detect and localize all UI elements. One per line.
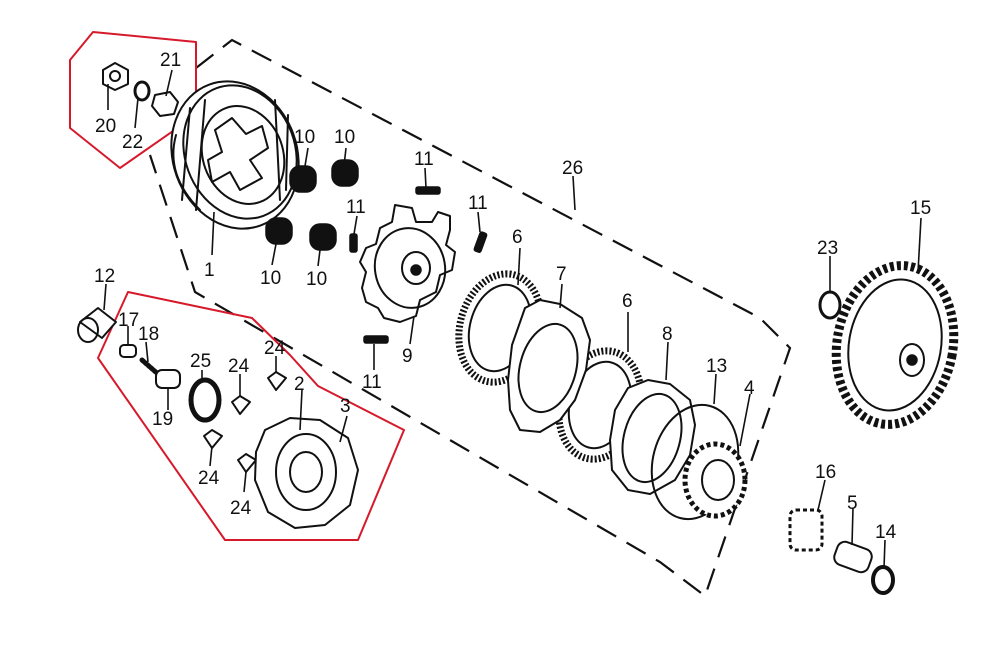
drive-gear-part <box>682 441 748 519</box>
steel-plate-2-part <box>609 379 696 495</box>
callout-1: 1 <box>204 260 215 281</box>
callout-24c: 24 <box>198 468 220 489</box>
callout-7: 7 <box>556 264 567 285</box>
steel-plate-part <box>507 299 591 433</box>
callout-11d: 11 <box>362 372 382 393</box>
callout-11b: 11 <box>346 197 366 218</box>
highlight-outline-lower-left <box>97 291 405 541</box>
clutch-spring-part <box>265 159 359 251</box>
callout-12: 12 <box>94 266 115 287</box>
nut-washer-set-part <box>102 62 179 117</box>
pinion-gear-part <box>788 508 824 552</box>
callout-24d: 24 <box>230 498 252 519</box>
callout-19: 19 <box>152 409 173 430</box>
callout-20: 20 <box>95 116 116 137</box>
pin-part <box>349 186 488 344</box>
callout-21: 21 <box>160 50 181 71</box>
callout-11c: 11 <box>468 193 488 214</box>
callout-5: 5 <box>847 493 858 514</box>
callout-3: 3 <box>340 396 351 417</box>
callout-18: 18 <box>138 324 159 345</box>
callout-15: 15 <box>910 198 931 219</box>
pressure-plate-part <box>254 417 359 529</box>
callout-13: 13 <box>706 356 727 377</box>
lifter-assembly-part <box>119 344 222 423</box>
bushing-part <box>833 540 873 574</box>
callout-25: 25 <box>190 351 211 372</box>
callout-6b: 6 <box>622 291 633 312</box>
leader-lines <box>103 69 922 569</box>
callout-9: 9 <box>402 346 413 367</box>
callout-23: 23 <box>817 238 838 259</box>
callout-10c: 10 <box>260 268 281 289</box>
callout-labels: 1 2 3 4 5 6 6 7 8 9 10 10 10 10 11 11 11… <box>94 50 931 543</box>
highlight-outline-upper-left <box>69 31 197 169</box>
callout-2: 2 <box>294 374 305 395</box>
callout-24b: 24 <box>228 356 250 377</box>
callout-6a: 6 <box>512 227 523 248</box>
washer-part <box>871 565 895 595</box>
callout-11a: 11 <box>414 149 434 170</box>
driven-gear-part <box>831 261 959 429</box>
callout-16: 16 <box>815 462 836 483</box>
callout-14: 14 <box>875 522 897 543</box>
callout-10d: 10 <box>306 269 327 290</box>
callout-26: 26 <box>562 158 583 179</box>
callout-8: 8 <box>662 324 673 345</box>
release-rod-part <box>77 307 117 343</box>
callout-24a: 24 <box>264 338 286 359</box>
callout-10a: 10 <box>294 127 315 148</box>
clutch-hub-part <box>359 204 456 323</box>
callout-4: 4 <box>744 378 755 399</box>
callout-10b: 10 <box>334 127 355 148</box>
callout-22: 22 <box>122 132 143 153</box>
snap-ring-part <box>818 290 842 320</box>
callout-17: 17 <box>118 310 139 331</box>
bolt-part <box>203 371 287 473</box>
assembly-boundary-dashed <box>148 38 792 598</box>
clutch-housing-part <box>170 80 300 230</box>
